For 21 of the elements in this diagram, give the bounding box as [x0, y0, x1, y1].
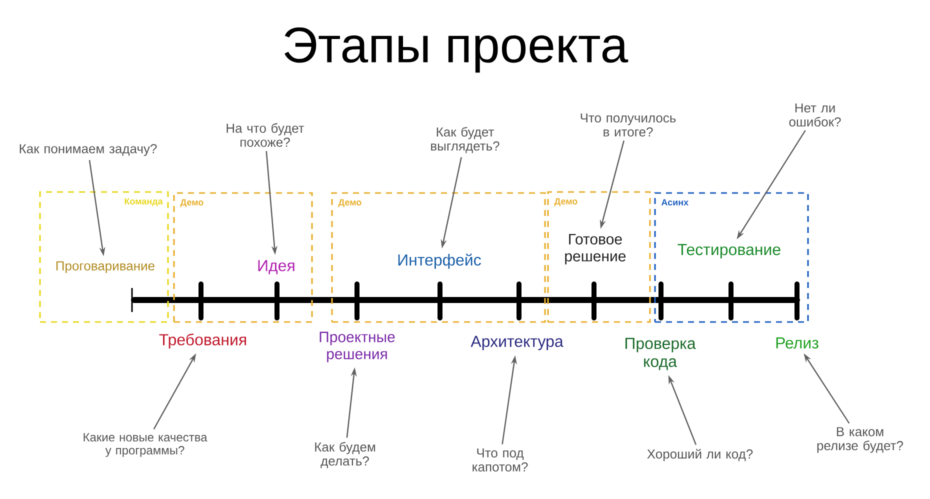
- stage-label: Проектные решения: [320, 332, 395, 362]
- question-text: Что получилось в итоге?: [580, 113, 676, 137]
- stage-label: Тестирование: [678, 244, 780, 258]
- question-text: Хороший ли код?: [647, 448, 753, 462]
- stage-label: Интерфейс: [398, 254, 481, 269]
- question-text: Как понимаем задачу?: [20, 144, 157, 156]
- stage-label: Готовое решение: [565, 234, 626, 264]
- title: Этапы проекта: [284, 27, 628, 73]
- question-text: Что под капотом?: [472, 448, 528, 472]
- question-text: На что будет похоже?: [226, 123, 304, 147]
- question-text: Какие новые качества у программы?: [84, 433, 208, 457]
- question-text: Как будем делать?: [315, 442, 376, 468]
- stage-label: Архитектура: [470, 336, 564, 350]
- question-text: В каком релизе будет?: [817, 427, 904, 453]
- question-text: Как будет выглядеть?: [431, 126, 500, 154]
- question-text: Нет ли ошибок?: [789, 103, 841, 127]
- stage-label: Релиз: [776, 337, 818, 349]
- stage-label: Проверка кода: [625, 338, 696, 370]
- stage-label: Проговаривание: [56, 261, 154, 274]
- stage-label: Идея: [258, 260, 294, 274]
- stage-label: Требования: [159, 333, 246, 349]
